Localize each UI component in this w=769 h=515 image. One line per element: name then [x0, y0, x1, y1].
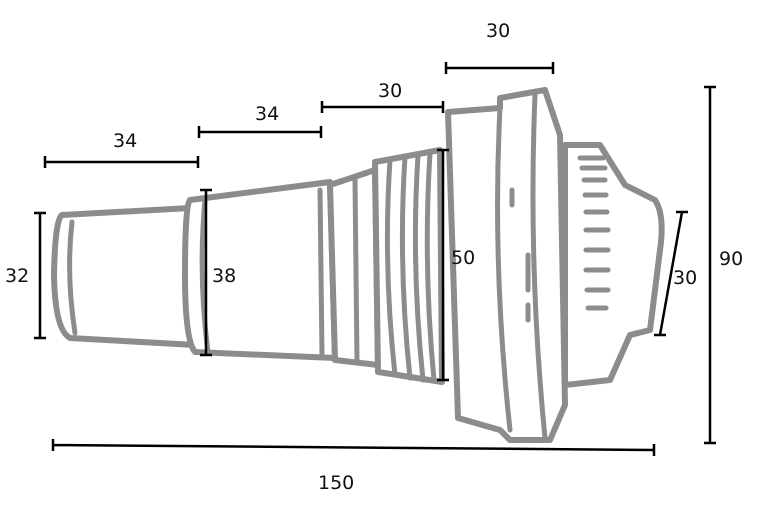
label-total-length: 150 [318, 472, 354, 494]
label-total-height: 90 [719, 248, 743, 270]
label-thread-diameter: 50 [451, 247, 475, 269]
dimension-lines [34, 62, 716, 456]
nozzle [562, 142, 665, 388]
tube-section-32 [51, 205, 198, 348]
label-third-width: 30 [378, 80, 402, 102]
label-second-width: 34 [255, 103, 279, 125]
label-first-diameter: 32 [5, 265, 29, 287]
fitting-drawing [51, 87, 665, 443]
label-nozzle-diameter: 30 [673, 267, 697, 289]
label-top-width: 30 [486, 20, 510, 42]
label-second-diameter: 38 [212, 265, 236, 287]
nozzle-ribs [577, 155, 611, 311]
dimension-labels: 30 30 34 34 32 38 50 30 90 150 [5, 20, 743, 494]
label-first-width: 34 [113, 130, 137, 152]
tube-section-38 [182, 179, 338, 361]
